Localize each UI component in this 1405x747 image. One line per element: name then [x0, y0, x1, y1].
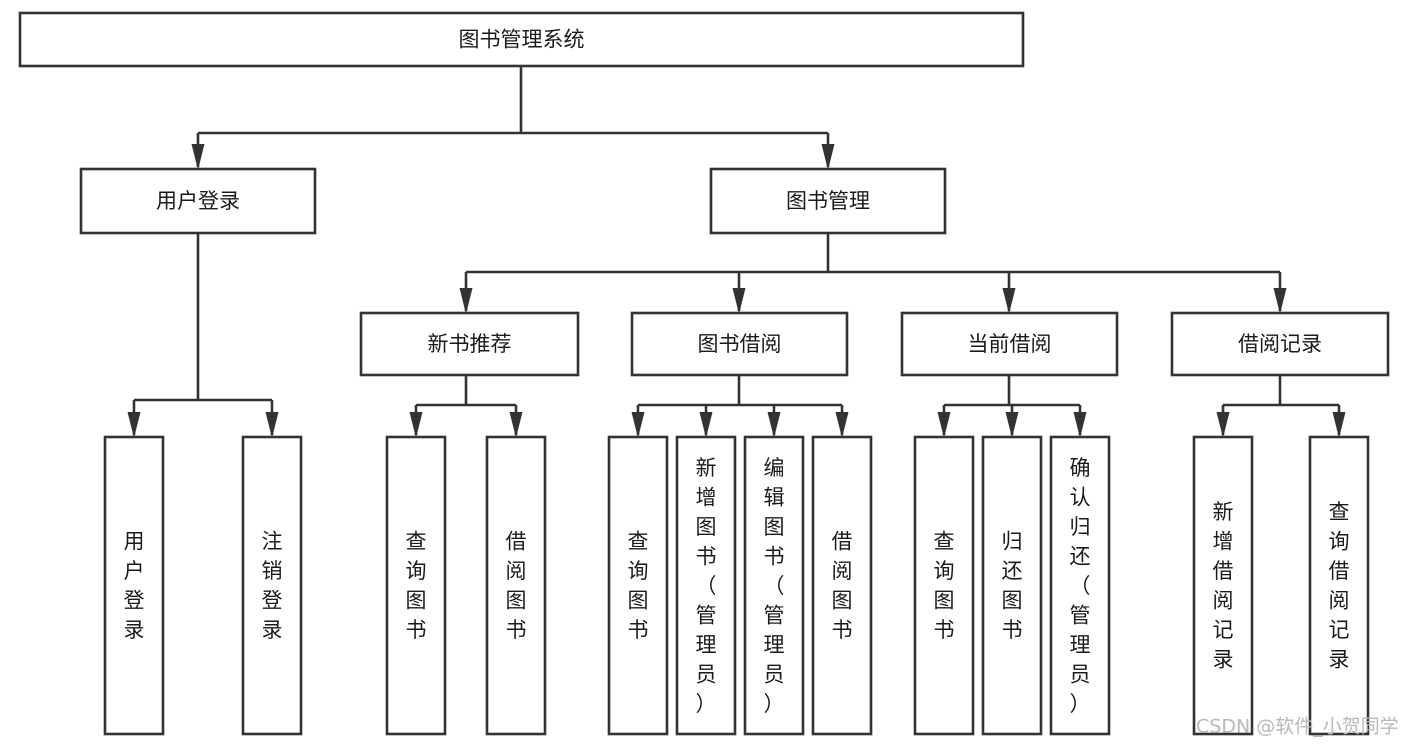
node-box[interactable] [485, 435, 547, 736]
node-box[interactable] [709, 167, 947, 235]
node-label: 新增借阅记录 [1213, 500, 1234, 672]
connector-user-login-to-leaves [127, 233, 279, 438]
connectors-layer [127, 66, 1346, 438]
arrow-head-icon [1005, 412, 1019, 438]
node-leaf-confirm-return-admin[interactable]: 确认归还（管理员） [1049, 435, 1111, 736]
arrow-head-icon [1073, 412, 1087, 438]
node-label: 借阅记录 [1238, 332, 1322, 356]
node-current-borrow[interactable]: 当前借阅 [900, 311, 1119, 377]
node-leaf-query-book-recommend[interactable]: 查询图书 [385, 435, 447, 736]
nodes-layer: 图书管理系统用户登录图书管理新书推荐图书借阅当前借阅借阅记录用户登录注销登录查询… [18, 11, 1390, 736]
node-box[interactable] [359, 311, 580, 377]
csdn-watermark: CSDN @软件_小贺同学 [1196, 716, 1399, 738]
node-label: 图书借阅 [698, 332, 782, 356]
node-leaf-query-borrow-record[interactable]: 查询借阅记录 [1308, 435, 1370, 736]
connector-book-borrow-to-leaves [631, 375, 849, 438]
node-borrow-record[interactable]: 借阅记录 [1170, 311, 1390, 377]
arrow-head-icon [127, 412, 141, 438]
arrow-head-icon [1216, 412, 1230, 438]
node-label: 当前借阅 [968, 332, 1052, 356]
connector-book-management-to-level3 [459, 233, 1287, 314]
node-leaf-add-book-admin[interactable]: 新增图书（管理员） [675, 435, 737, 736]
node-leaf-add-borrow-record[interactable]: 新增借阅记录 [1192, 435, 1254, 736]
arrow-head-icon [767, 412, 781, 438]
node-label: 归还图书 [1002, 530, 1023, 643]
node-label: 查询图书 [628, 530, 649, 643]
arrow-head-icon [265, 412, 279, 438]
node-box[interactable] [913, 435, 975, 736]
arrow-head-icon [937, 412, 951, 438]
arrow-head-icon [191, 144, 205, 170]
node-box[interactable] [630, 311, 849, 377]
node-label: 注销登录 [262, 530, 283, 643]
node-book-borrow[interactable]: 图书借阅 [630, 311, 849, 377]
arrow-head-icon [1273, 288, 1287, 314]
node-leaf-return-book[interactable]: 归还图书 [981, 435, 1043, 736]
node-label: 借阅图书 [506, 530, 527, 643]
connector-borrow-record-to-leaves [1216, 375, 1346, 438]
node-label: 确认归还（管理员） [1070, 456, 1091, 716]
node-leaf-borrow-book[interactable]: 借阅图书 [811, 435, 873, 736]
node-box[interactable] [743, 435, 805, 736]
node-box[interactable] [607, 435, 669, 736]
arrow-head-icon [631, 412, 645, 438]
node-label: 用户登录 [124, 530, 145, 643]
arrow-head-icon [409, 412, 423, 438]
node-leaf-borrow-book-recommend[interactable]: 借阅图书 [485, 435, 547, 736]
node-leaf-query-book-borrow[interactable]: 查询图书 [607, 435, 669, 736]
node-box[interactable] [675, 435, 737, 736]
arrow-head-icon [732, 288, 746, 314]
node-label: 图书管理 [786, 189, 870, 213]
node-leaf-edit-book-admin[interactable]: 编辑图书（管理员） [743, 435, 805, 736]
node-leaf-user-login[interactable]: 用户登录 [103, 435, 165, 736]
node-label: 借阅图书 [832, 530, 853, 643]
connector-root-to-level2 [191, 66, 835, 170]
node-leaf-logout-login[interactable]: 注销登录 [241, 435, 303, 736]
node-box[interactable] [811, 435, 873, 736]
node-box[interactable] [1308, 435, 1370, 736]
node-label: 用户登录 [156, 189, 240, 213]
connector-new-book-recommend-to-leaves [409, 375, 523, 438]
node-leaf-query-book-current[interactable]: 查询图书 [913, 435, 975, 736]
node-label: 查询图书 [934, 530, 955, 643]
arrow-head-icon [509, 412, 523, 438]
connector-current-borrow-to-leaves [937, 375, 1087, 438]
node-label: 查询图书 [406, 530, 427, 643]
node-box[interactable] [900, 311, 1119, 377]
node-box[interactable] [1049, 435, 1111, 736]
node-box[interactable] [79, 167, 317, 235]
node-label: 新书推荐 [428, 332, 512, 356]
arrow-head-icon [1332, 412, 1346, 438]
node-new-book-recommend[interactable]: 新书推荐 [359, 311, 580, 377]
arrow-head-icon [1002, 288, 1016, 314]
node-label: 新增图书（管理员） [696, 456, 717, 716]
arrow-head-icon [459, 288, 473, 314]
node-user-login[interactable]: 用户登录 [79, 167, 317, 235]
node-box[interactable] [241, 435, 303, 736]
node-box[interactable] [103, 435, 165, 736]
arrow-head-icon [821, 144, 835, 170]
node-box[interactable] [18, 11, 1025, 68]
arrow-head-icon [835, 412, 849, 438]
node-label: 查询借阅记录 [1329, 500, 1350, 672]
node-book-management[interactable]: 图书管理 [709, 167, 947, 235]
node-box[interactable] [385, 435, 447, 736]
node-label: 图书管理系统 [459, 28, 585, 52]
node-root-图书管理系统[interactable]: 图书管理系统 [18, 11, 1025, 68]
node-label: 编辑图书（管理员） [764, 456, 785, 716]
node-box[interactable] [1192, 435, 1254, 736]
node-box[interactable] [1170, 311, 1390, 377]
arrow-head-icon [699, 412, 713, 438]
node-box[interactable] [981, 435, 1043, 736]
